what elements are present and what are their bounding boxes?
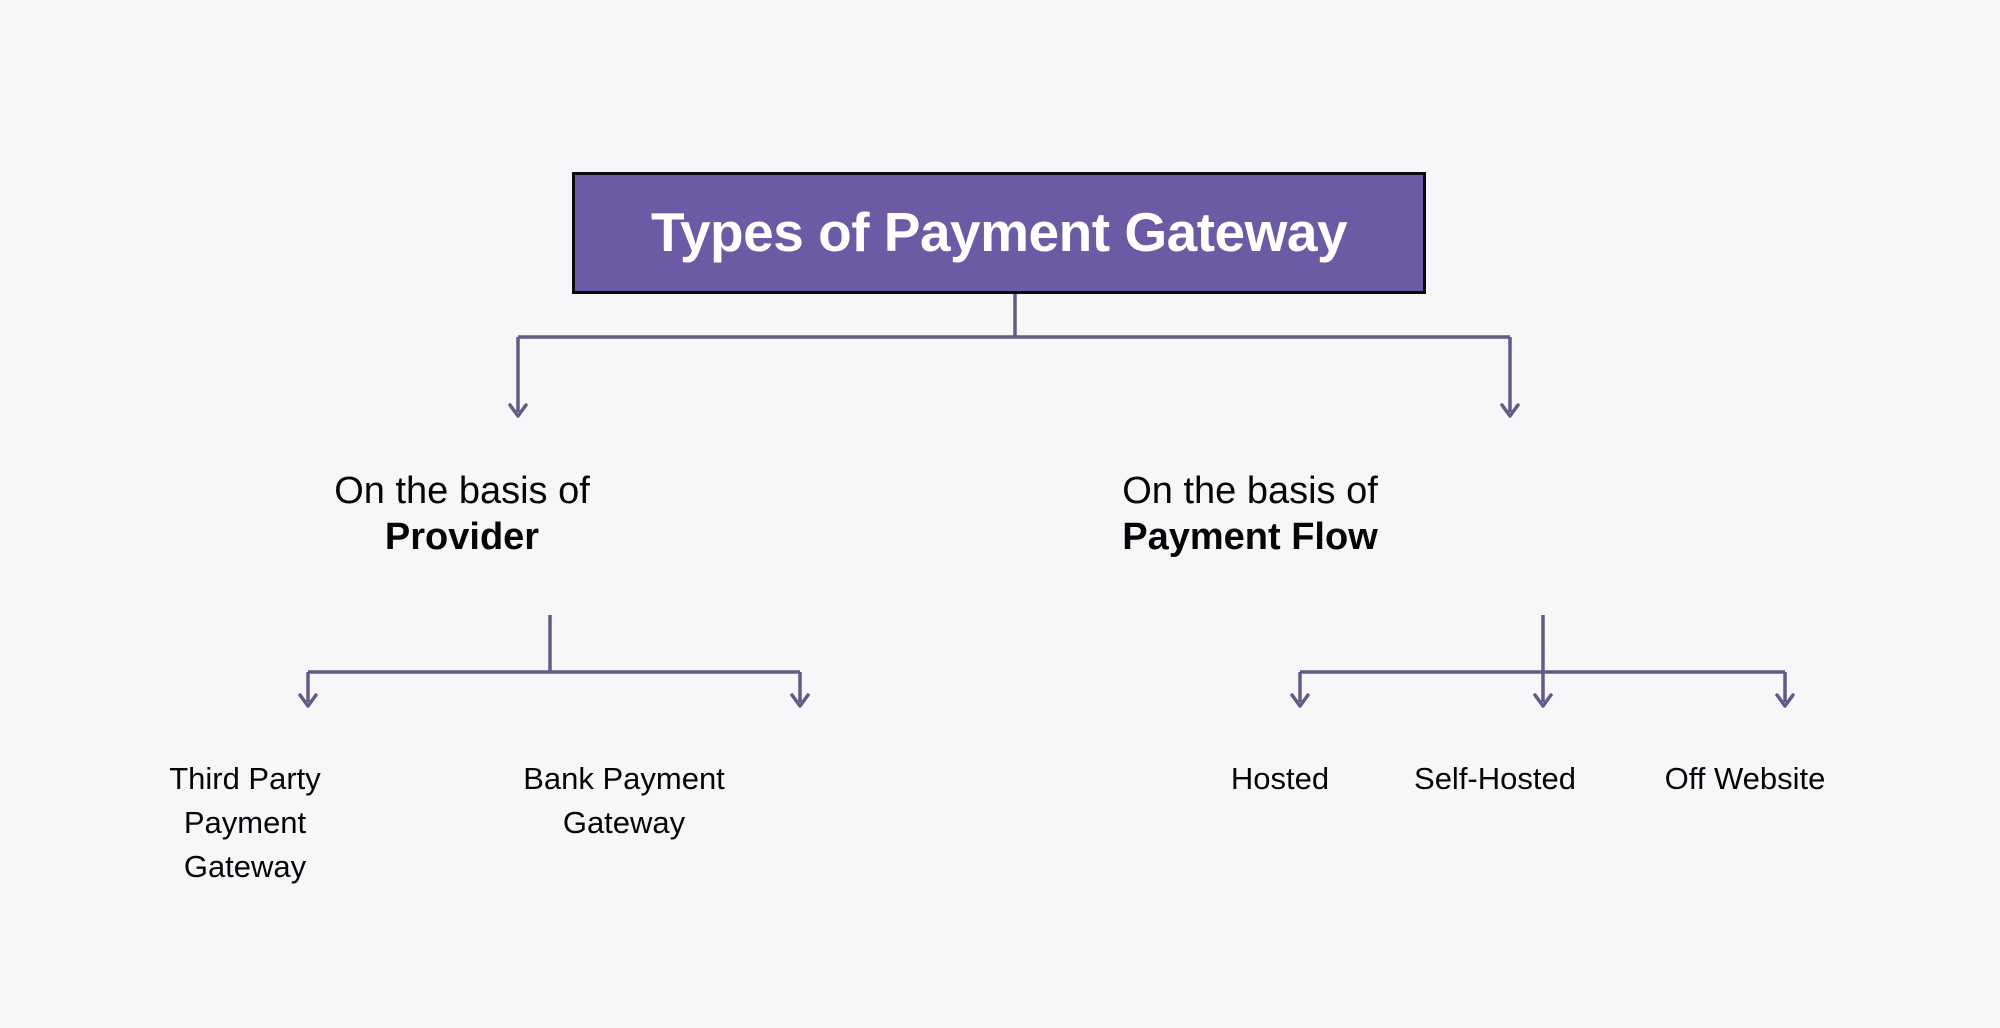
category-node-payment-flow[interactable]: On the basis of Payment Flow <box>1090 468 1410 561</box>
arrowhead-to-third-party <box>298 693 318 708</box>
arrowhead-to-bank <box>790 693 810 708</box>
leaf-node-self-hosted[interactable]: Self-Hosted <box>1375 757 1615 801</box>
leaf-bank-line2: Gateway <box>562 805 686 841</box>
arrowhead-to-hosted <box>1290 693 1310 708</box>
category-payment-flow-emphasis: Payment Flow <box>1122 516 1378 559</box>
category-node-provider[interactable]: On the basis of Provider <box>302 468 622 561</box>
leaf-self-hosted-line1: Self-Hosted <box>1414 761 1576 796</box>
leaf-node-off-website[interactable]: Off Website <box>1625 757 1865 801</box>
arrowhead-to-paymentflow <box>1500 403 1520 418</box>
root-node-label: Types of Payment Gateway <box>650 201 1348 264</box>
category-payment-flow-lead: On the basis of <box>1122 470 1378 512</box>
arrowhead-to-provider <box>508 403 528 418</box>
arrowhead-to-off-website <box>1775 693 1795 708</box>
leaf-node-third-party-payment-gateway[interactable]: Third Party Payment Gateway <box>108 757 382 889</box>
root-node[interactable]: Types of Payment Gateway <box>572 172 1426 294</box>
category-provider-lead: On the basis of <box>334 470 590 512</box>
leaf-hosted-line1: Hosted <box>1230 761 1330 796</box>
leaf-node-hosted[interactable]: Hosted <box>1200 757 1360 801</box>
leaf-off-website-line1: Off Website <box>1664 761 1826 796</box>
arrowhead-to-self-hosted <box>1533 693 1553 708</box>
leaf-node-bank-payment-gateway[interactable]: Bank Payment Gateway <box>492 757 756 845</box>
leaf-third-party-line2: Gateway <box>183 849 307 885</box>
category-provider-emphasis: Provider <box>384 516 540 559</box>
leaf-third-party-line1: Third Party Payment <box>169 761 321 841</box>
leaf-bank-line1: Bank Payment <box>523 761 725 796</box>
